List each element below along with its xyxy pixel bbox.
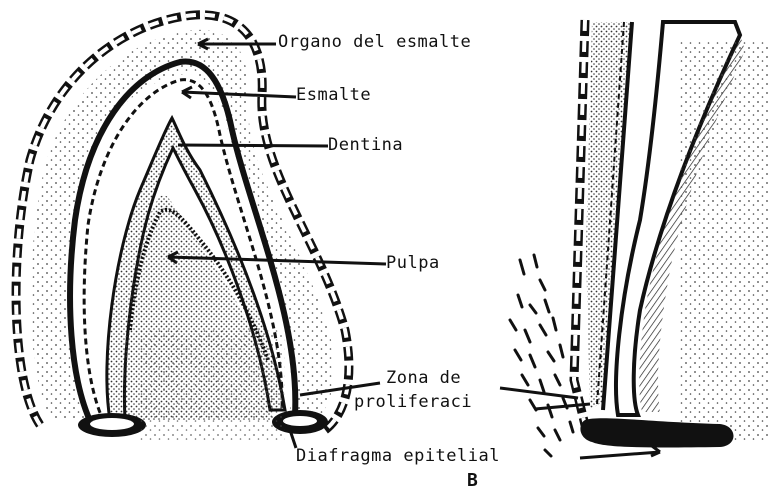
proliferation-cells xyxy=(510,255,573,456)
leader-dentina xyxy=(178,145,328,146)
figure-a-tooth-germ xyxy=(16,15,349,440)
label-proliferaci: proliferaci xyxy=(354,392,472,412)
dental-papilla xyxy=(140,330,285,440)
label-organo-esmalte: Organo del esmalte xyxy=(278,32,471,52)
figure-b-root-formation xyxy=(510,20,769,456)
label-dentina: Dentina xyxy=(328,135,403,155)
label-figure-b: B xyxy=(467,470,478,491)
label-diafragma: Diafragma epitelial xyxy=(296,446,500,466)
label-zona-de: Zona de xyxy=(386,368,461,388)
label-pulpa: Pulpa xyxy=(386,253,440,273)
root-pulp xyxy=(680,40,769,440)
label-esmalte: Esmalte xyxy=(296,85,371,105)
